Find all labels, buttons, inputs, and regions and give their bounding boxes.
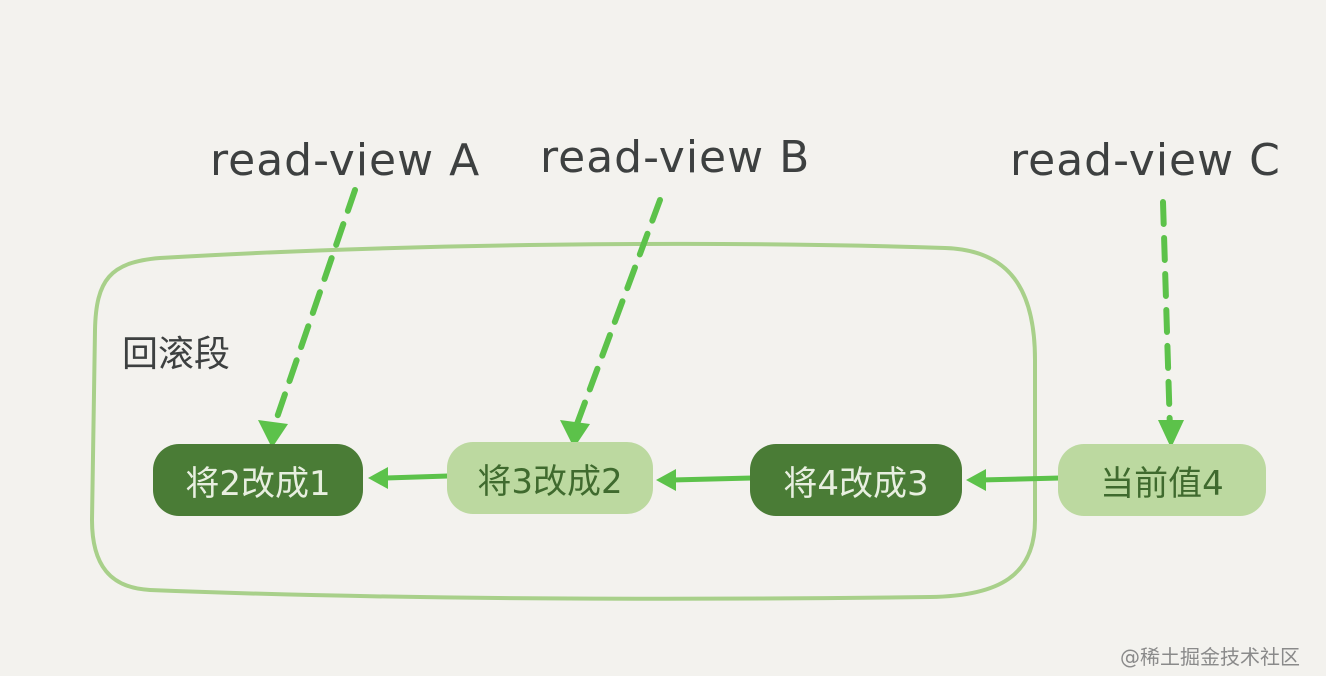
chain-arrow-3-head — [966, 469, 986, 491]
read-view-b-pointer — [571, 197, 663, 435]
current-value-node: 当前值4 — [1058, 444, 1266, 516]
chain-arrow-1-head — [368, 467, 388, 489]
undo-node-3-to-2: 将3改成2 — [447, 442, 653, 514]
watermark: @稀土掘金技术社区 — [1120, 645, 1300, 669]
rollback-segment-outline — [89, 241, 1037, 601]
chain-arrow-2-head — [656, 469, 676, 491]
chain-arrow-2 — [671, 475, 753, 483]
read-view-b-arrowhead — [560, 420, 590, 448]
read-view-b-label: read-view B — [540, 132, 811, 183]
read-view-a-label: read-view A — [210, 135, 481, 186]
undo-node-2-to-1: 将2改成1 — [153, 444, 363, 516]
read-view-c-arrowhead — [1158, 420, 1184, 448]
rollback-segment-label: 回滚段 — [122, 334, 231, 375]
read-view-a-arrowhead — [258, 420, 288, 448]
read-view-c-label: read-view C — [1010, 135, 1281, 186]
chain-arrow-1 — [385, 473, 449, 481]
chain-arrow-3 — [979, 475, 1061, 483]
read-view-a-pointer — [269, 187, 358, 435]
read-view-c-pointer — [1160, 199, 1173, 433]
undo-node-4-to-3: 将4改成3 — [750, 444, 962, 516]
